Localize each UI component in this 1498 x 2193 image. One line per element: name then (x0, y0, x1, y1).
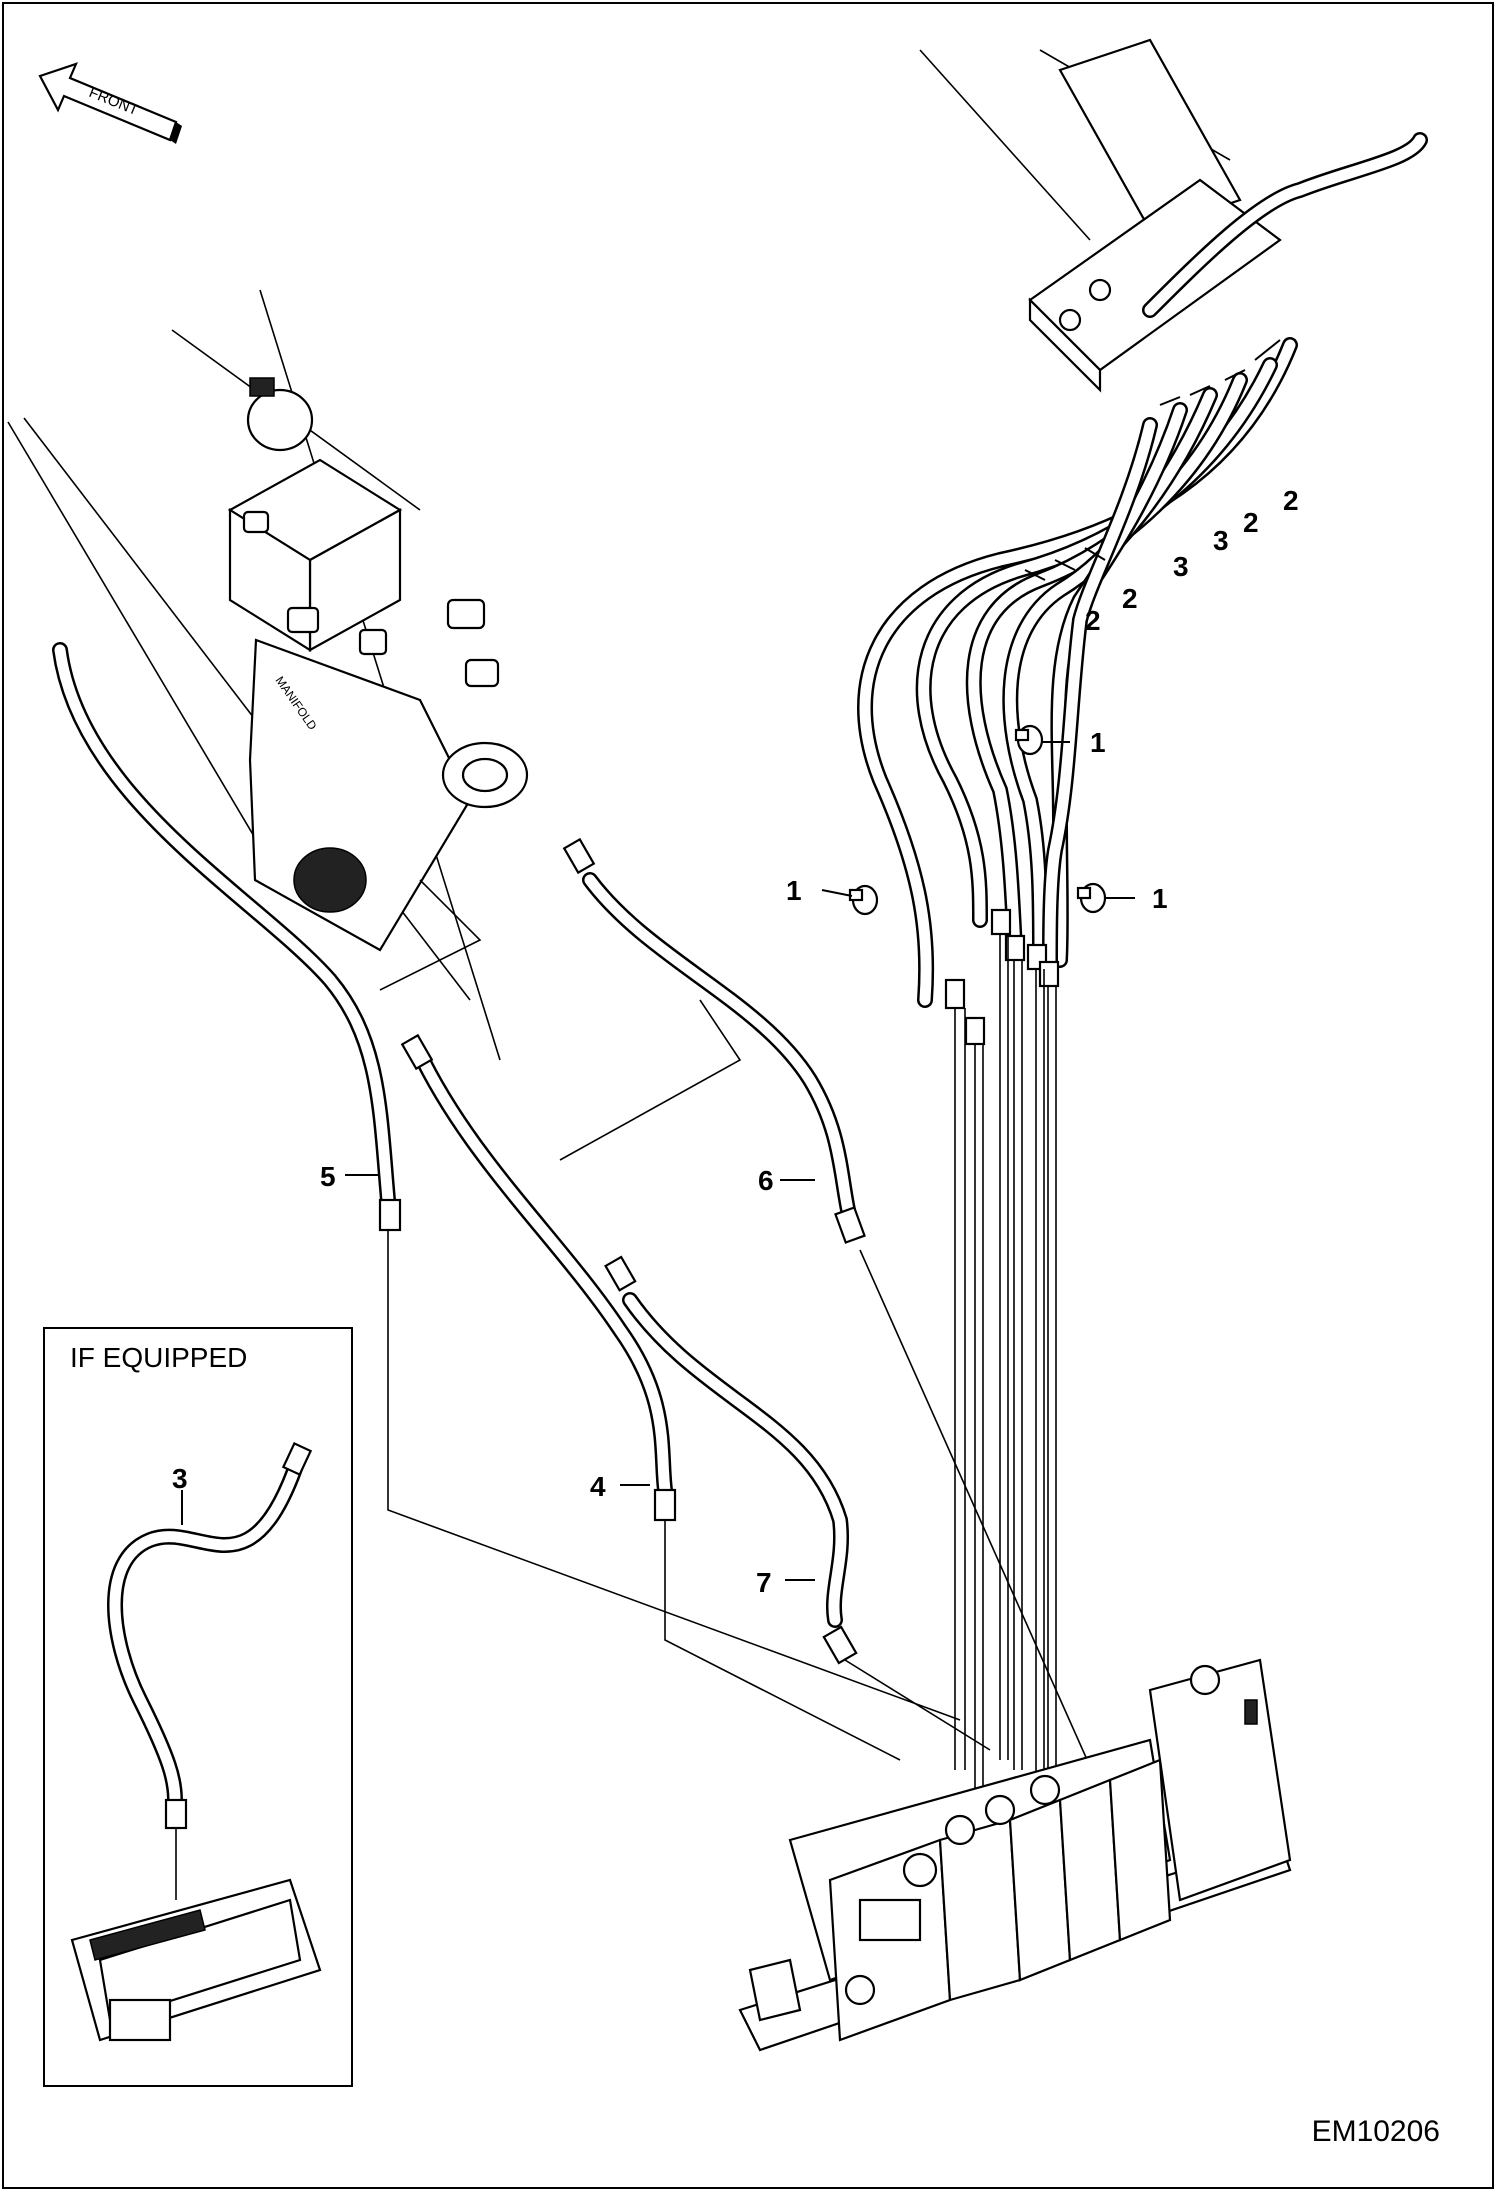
callout-3b: 3 (1173, 551, 1189, 582)
inset-title: IF EQUIPPED (70, 1342, 248, 1373)
callout-7: 7 (756, 1567, 772, 1598)
front-arrow-icon: FRONT (38, 62, 182, 144)
bolt-icons (848, 724, 1107, 916)
callout-1a: 1 (1090, 727, 1106, 758)
callout-3-inset: 3 (172, 1463, 188, 1494)
figure-code: EM10206 (1311, 2115, 1440, 2148)
callout-3a: 3 (1213, 525, 1229, 556)
callout-1b: 1 (786, 875, 802, 906)
callouts: 2 2 3 3 2 2 1 1 1 5 6 4 7 3 (172, 485, 1299, 1598)
hoses-4-5-6-7 (52, 642, 866, 1665)
callout-6: 6 (758, 1165, 774, 1196)
callout-2c: 2 (1122, 583, 1138, 614)
hose-end-fittings (944, 908, 1060, 1046)
upper-valve-block: MANIFOLD (227, 377, 529, 952)
route-lines (379, 879, 1106, 1801)
callout-1c: 1 (1152, 883, 1168, 914)
callout-2b: 2 (1243, 507, 1259, 538)
inset-box (43, 1327, 353, 2087)
control-valve (738, 1658, 1292, 2052)
hose-bundle (857, 337, 1298, 1008)
callout-4: 4 (590, 1471, 606, 1502)
callout-2a: 2 (1283, 485, 1299, 516)
upper-right-manifold (1028, 38, 1428, 393)
callout-2d: 2 (1085, 605, 1101, 636)
callout-leaders (181, 339, 1281, 1581)
callout-5: 5 (320, 1161, 336, 1192)
vertical-tubes (954, 934, 1057, 1790)
